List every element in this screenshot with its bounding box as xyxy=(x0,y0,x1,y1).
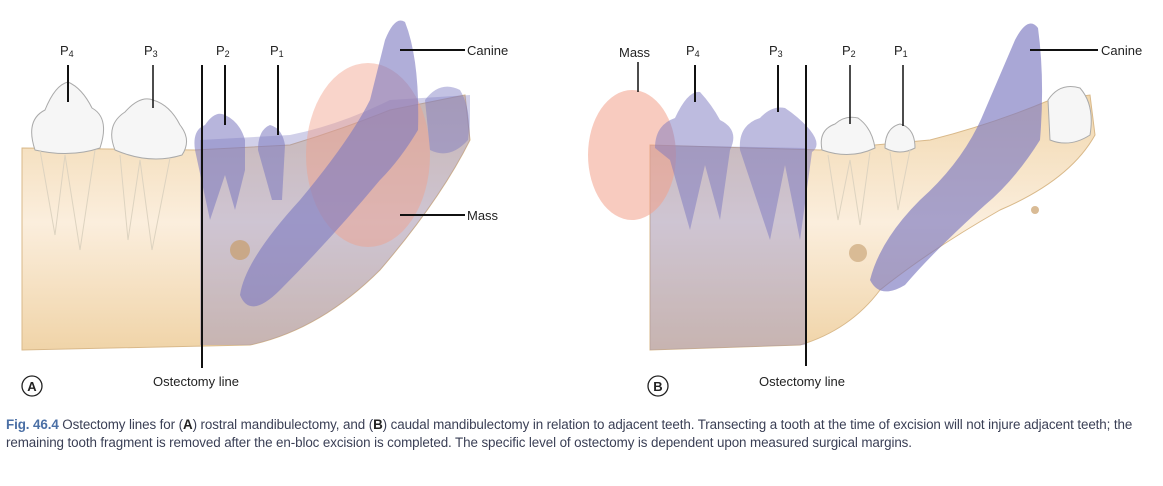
label-p1: P1 xyxy=(894,43,908,59)
caption-text: ) rostral mandibulectomy, and ( xyxy=(192,417,374,432)
tooth-p2 xyxy=(194,113,245,220)
figure-illustration: P4 P3 P2 P1 Canine Mass Ostectomy line A… xyxy=(21,20,1142,397)
tooth-p1 xyxy=(884,123,916,211)
mental-foramen xyxy=(230,240,250,260)
label-mass: Mass xyxy=(619,45,651,60)
incisors xyxy=(1047,86,1092,144)
tooth-p1 xyxy=(258,125,285,200)
mental-foramen xyxy=(849,244,867,262)
label-mass: Mass xyxy=(467,208,499,223)
label-p4: P4 xyxy=(686,43,700,59)
label-canine: Canine xyxy=(467,43,508,58)
panel-b: Mass P4 P3 P2 P1 Canine Ostectomy line B xyxy=(588,23,1142,397)
mass-region xyxy=(588,90,676,220)
label-ostectomy-line: Ostectomy line xyxy=(759,374,845,389)
tooth-p3 xyxy=(739,107,817,240)
label-p4: P4 xyxy=(60,43,74,59)
label-p2: P2 xyxy=(842,43,856,59)
label-p3: P3 xyxy=(144,43,158,59)
canine-tooth xyxy=(240,20,419,307)
canine-tooth xyxy=(870,23,1043,292)
figure-number: Fig. 46.4 xyxy=(6,417,59,432)
caption-text: ) caudal mandibulectomy in relation to a… xyxy=(6,417,1133,450)
tooth-p2 xyxy=(820,116,876,226)
panel-marker-a: A xyxy=(27,379,37,394)
label-canine: Canine xyxy=(1101,43,1142,58)
tooth-p4 xyxy=(31,81,105,251)
mental-foramen-rostral xyxy=(1031,206,1039,214)
label-ostectomy-line: Ostectomy line xyxy=(153,374,239,389)
panel-marker-b: B xyxy=(653,379,662,394)
panel-a: P4 P3 P2 P1 Canine Mass Ostectomy line A xyxy=(21,20,508,397)
tooth-p4 xyxy=(655,91,734,230)
caption-ref-a: A xyxy=(183,417,193,432)
incisors xyxy=(425,86,469,154)
panel-marker-circle xyxy=(21,375,43,397)
figure-caption: Fig. 46.4 Ostectomy lines for (A) rostra… xyxy=(6,416,1156,451)
panel-marker-circle xyxy=(647,375,669,397)
caption-text: Ostectomy lines for ( xyxy=(58,417,183,432)
label-p2: P2 xyxy=(216,43,230,59)
caption-ref-b: B xyxy=(373,417,383,432)
label-p1: P1 xyxy=(270,43,284,59)
tooth-p3 xyxy=(111,98,187,251)
label-p3: P3 xyxy=(769,43,783,59)
